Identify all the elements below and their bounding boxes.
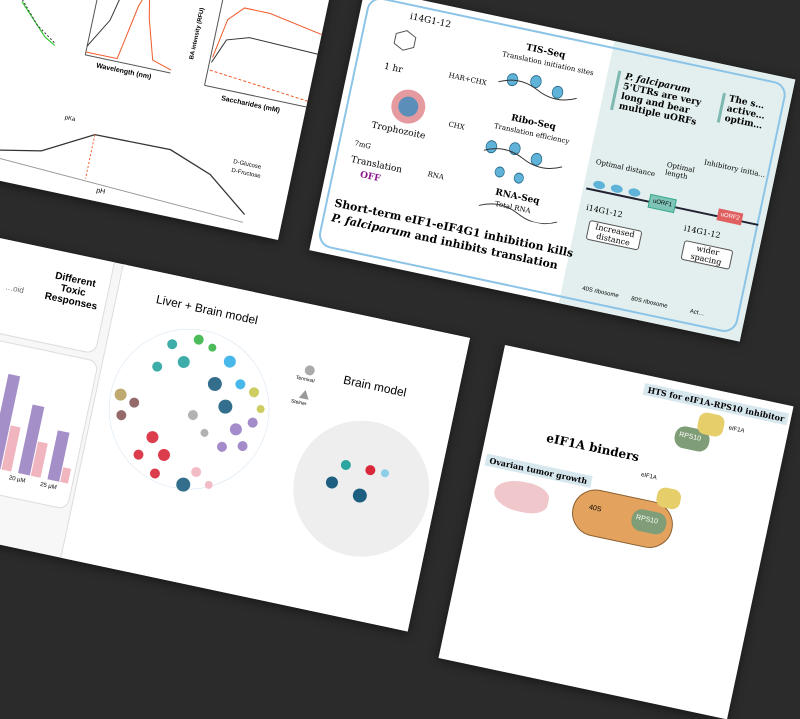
brain-network bbox=[293, 420, 430, 557]
network-figure-card[interactable]: …oid Different Toxic Responses 20 µM 25 … bbox=[0, 221, 470, 632]
compound-structure-icon bbox=[393, 30, 417, 51]
malaria-abstract-card[interactable]: i14G1-12 1 hr Trophozoite 7mG Translatio… bbox=[309, 0, 796, 342]
chemistry-plots bbox=[0, 0, 322, 223]
eif1a-label: eIF1A bbox=[640, 472, 658, 482]
eif1a-figure-card[interactable]: eIF1A binders HTS for eIF1A-RPS10 inhibi… bbox=[438, 345, 794, 719]
ribosome-illustrations bbox=[478, 73, 577, 225]
40s-label: 40S bbox=[588, 504, 602, 514]
chemistry-figure-card[interactable]: Wavelength (nm) Saccharides (mM) BA inte… bbox=[0, 0, 341, 240]
eif1a-hts-label: eIF1A bbox=[727, 425, 745, 435]
bar-chart bbox=[0, 373, 72, 484]
eif1a-binders-title: eIF1A binders bbox=[545, 430, 641, 465]
bar-chart-panel bbox=[0, 323, 100, 511]
liver-brain-network bbox=[108, 328, 270, 492]
mouse-icon bbox=[491, 476, 552, 518]
